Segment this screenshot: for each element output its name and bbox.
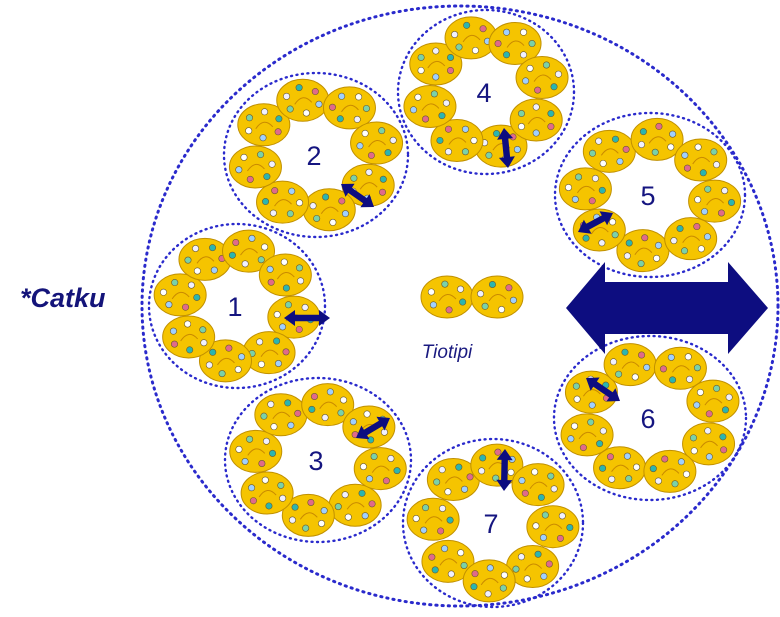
cell <box>322 86 376 130</box>
cell <box>281 493 335 537</box>
group-number: 3 <box>308 446 323 476</box>
cell <box>509 98 563 142</box>
exchange-arrow-icon <box>284 310 330 326</box>
cell <box>688 179 742 223</box>
cell <box>653 346 707 390</box>
cell <box>430 118 484 162</box>
cell-group-6 <box>552 334 748 502</box>
cell <box>406 497 460 541</box>
cell <box>237 103 291 147</box>
tiotipi-label: Tiotipi <box>421 342 473 363</box>
cell-group-7 <box>401 437 585 609</box>
cell <box>682 422 736 466</box>
exchange-arrow-icon <box>497 128 515 168</box>
cell <box>242 331 296 375</box>
cell <box>353 447 407 491</box>
exchange-arrow-icon <box>586 377 620 402</box>
cell <box>558 167 612 211</box>
cell <box>302 188 356 232</box>
cell <box>582 129 636 173</box>
cell <box>630 117 684 161</box>
cell <box>301 383 355 427</box>
cell <box>470 275 524 319</box>
cell <box>488 22 542 66</box>
cell <box>222 229 276 273</box>
cell-group-3 <box>223 376 413 544</box>
cell <box>198 339 252 383</box>
cell <box>674 138 728 182</box>
cell <box>153 273 207 317</box>
cell <box>420 275 474 319</box>
cell <box>686 379 740 423</box>
cell <box>444 16 498 60</box>
group-number: 1 <box>227 292 242 322</box>
catku-label: *Catku <box>20 283 106 313</box>
outer-boundary <box>140 4 780 608</box>
group-boundary <box>396 8 576 176</box>
group-number: 2 <box>306 141 321 171</box>
cell <box>664 217 718 261</box>
group-boundary <box>553 111 747 279</box>
cell <box>526 505 580 549</box>
cell <box>240 471 294 515</box>
exchange-arrow-icon <box>356 416 390 440</box>
group-boundary <box>401 437 585 609</box>
cell <box>421 539 475 583</box>
cell <box>603 343 657 387</box>
group-boundary <box>147 222 327 390</box>
cell <box>462 559 516 603</box>
cell <box>515 56 569 100</box>
group-number: 6 <box>640 404 655 434</box>
cell <box>409 42 463 86</box>
cell-group-5 <box>553 111 747 279</box>
cell <box>403 84 457 128</box>
cell <box>560 413 614 457</box>
cell <box>328 483 382 527</box>
cell <box>276 78 330 122</box>
cell <box>258 253 312 297</box>
exchange-arrow-icon <box>578 211 613 234</box>
cell <box>350 121 404 165</box>
large-double-arrow-icon <box>566 262 768 354</box>
group-number: 7 <box>483 509 498 539</box>
group-boundary <box>552 334 748 502</box>
cell <box>162 315 216 359</box>
central-cell-pair <box>420 275 524 319</box>
group-number: 5 <box>640 181 655 211</box>
cell <box>254 393 308 437</box>
exchange-arrow-icon <box>496 449 513 491</box>
exchange-arrow-icon <box>341 183 374 208</box>
cell <box>426 457 480 501</box>
cell <box>228 145 282 189</box>
group-boundary <box>223 376 413 544</box>
group-boundary <box>222 71 410 239</box>
cell-group-2 <box>222 71 410 239</box>
cell <box>511 463 565 507</box>
group-number: 4 <box>476 78 491 108</box>
cell <box>178 237 232 281</box>
cell <box>506 545 560 589</box>
cell <box>256 180 310 224</box>
cell <box>229 429 283 473</box>
cell <box>643 449 697 493</box>
